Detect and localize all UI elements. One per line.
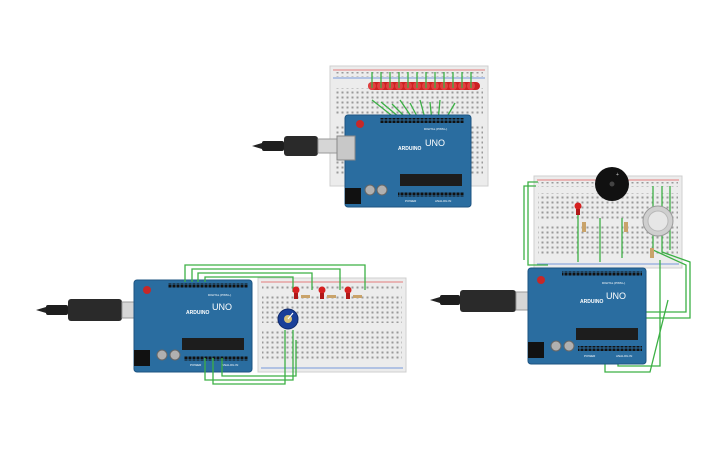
resistors[interactable] <box>582 222 654 258</box>
led-bar[interactable] <box>368 82 480 90</box>
power-label: POWER <box>190 363 202 367</box>
red-leds[interactable] <box>292 286 352 300</box>
buzzer-sensor-circuit[interactable]: ARDUINO UNO DIGITAL (PWM~) POWER ANALOG … <box>430 167 691 373</box>
wires[interactable] <box>371 72 472 123</box>
buzzer-plus-sign: + <box>616 172 619 178</box>
arduino-uno[interactable]: ARDUINO UNO DIGITAL (PWM~) POWER ANALOG … <box>133 279 253 373</box>
usb-cable[interactable] <box>252 136 339 156</box>
resistors[interactable] <box>301 295 362 298</box>
uno-label: UNO <box>212 302 232 312</box>
digital-label: DIGITAL (PWM~) <box>208 293 231 297</box>
analog-label: ANALOG IN <box>616 354 632 358</box>
led-bar-circuit[interactable]: ARDUINO UNO DIGITAL (PWM~) POWER ANALOG … <box>252 65 489 208</box>
brand-label: ARDUINO <box>580 299 603 305</box>
power-label: POWER <box>405 199 417 203</box>
wires[interactable] <box>184 264 366 385</box>
usb-cable[interactable] <box>430 290 541 312</box>
potentiometer-circuit[interactable]: ARDUINO UNO DIGITAL (PWM~) POWER ANALOG … <box>36 264 407 385</box>
uno-label: UNO <box>425 138 445 148</box>
analog-label: ANALOG IN <box>222 363 238 367</box>
red-led[interactable] <box>574 202 582 216</box>
sensor[interactable] <box>642 205 674 237</box>
power-label: POWER <box>584 354 596 358</box>
uno-label: UNO <box>606 291 626 301</box>
arduino-uno[interactable]: ARDUINO UNO DIGITAL (PWM~) POWER ANALOG … <box>527 267 647 365</box>
analog-label: ANALOG IN <box>435 199 451 203</box>
usb-cable[interactable] <box>36 299 145 321</box>
piezo-buzzer[interactable]: + <box>595 167 629 201</box>
brand-label: ARDUINO <box>398 146 421 152</box>
potentiometer[interactable] <box>277 308 299 330</box>
digital-label: DIGITAL (PWM~) <box>602 281 625 285</box>
arduino-uno[interactable]: ARDUINO UNO DIGITAL (PWM~) POWER ANALOG … <box>336 114 472 208</box>
digital-label: DIGITAL (PWM~) <box>424 127 447 131</box>
brand-label: ARDUINO <box>186 310 209 316</box>
